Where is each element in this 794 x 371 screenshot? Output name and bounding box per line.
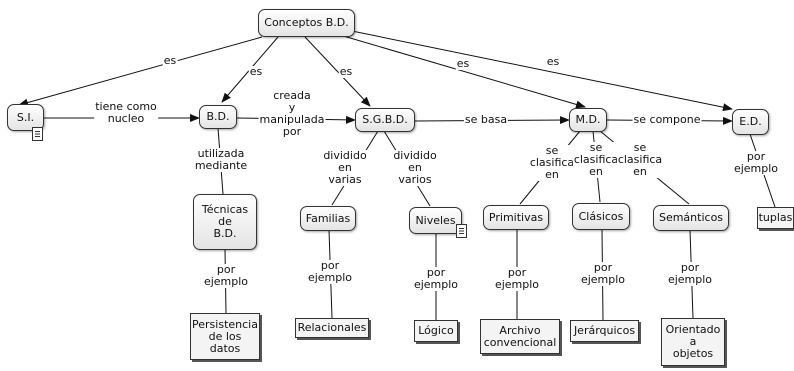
concept-conceptos-bd[interactable]: Conceptos B.D. bbox=[258, 9, 355, 37]
concept-logico[interactable]: Lógico bbox=[414, 320, 458, 342]
concept-persistencia-datos[interactable]: Persistencia de los datos bbox=[190, 313, 260, 360]
link-label-es: es bbox=[455, 57, 471, 70]
link-label-se-basa: se basa bbox=[463, 113, 509, 126]
concept-relacionales[interactable]: Relacionales bbox=[295, 318, 369, 338]
link-label-tiene-como-nucleo: tiene como nucleo bbox=[94, 100, 158, 125]
link-label-es: es bbox=[248, 65, 264, 78]
concept-semanticos[interactable]: Semánticos bbox=[653, 205, 729, 231]
link-label-por-ejemplo: por ejemplo bbox=[412, 266, 460, 291]
concept-jerarquicos[interactable]: Jerárquicos bbox=[570, 320, 639, 342]
concept-archivo-convencional[interactable]: Archivo convencional bbox=[480, 319, 560, 354]
concept-niveles[interactable]: Niveles bbox=[409, 207, 462, 234]
link-label-se-compone: se compone bbox=[632, 113, 702, 126]
link-label-por-ejemplo: por ejemplo bbox=[202, 263, 250, 288]
concept-bd[interactable]: B.D. bbox=[199, 105, 237, 129]
concept-tecnicas-bd[interactable]: Técnicas de B.D. bbox=[193, 194, 257, 250]
link-label-por-ejemplo: por ejemplo bbox=[493, 266, 541, 291]
link-label-se-clasifica: se clasifica en bbox=[528, 144, 576, 181]
link-label-es: es bbox=[545, 55, 561, 68]
link-label-por-ejemplo: por ejemplo bbox=[306, 259, 354, 284]
link-label-por-ejemplo: por ejemplo bbox=[579, 261, 627, 286]
attached-document-icon[interactable] bbox=[456, 224, 467, 238]
concept-primitivas[interactable]: Primitivas bbox=[483, 205, 549, 230]
edge-root-sgbd bbox=[304, 36, 371, 107]
concept-orientado-objetos[interactable]: Orientado a objetos bbox=[661, 318, 725, 366]
concept-sgbd[interactable]: S.G.B.D. bbox=[355, 108, 415, 132]
link-label-por-ejemplo: por ejemplo bbox=[732, 150, 780, 175]
concept-md[interactable]: M.D. bbox=[569, 108, 607, 132]
link-label-por-ejemplo: por ejemplo bbox=[666, 261, 714, 286]
link-label-se-clasifica: se clasifica en bbox=[616, 141, 664, 178]
attached-document-icon[interactable] bbox=[32, 127, 43, 141]
edge-root-md bbox=[339, 34, 586, 109]
link-label-creada-manipulada: creada y manipulada por bbox=[258, 89, 326, 138]
link-label-dividido-varias: dividido en varias bbox=[322, 149, 368, 186]
edge-root-si bbox=[18, 36, 263, 107]
link-label-utilizada-mediante: utilizada mediante bbox=[193, 147, 249, 172]
link-label-es: es bbox=[338, 65, 354, 78]
concept-si[interactable]: S.I. bbox=[7, 104, 44, 131]
concept-clasicos[interactable]: Clásicos bbox=[572, 203, 630, 230]
concept-tuplas[interactable]: tuplas bbox=[757, 207, 794, 229]
link-label-se-clasifica: se clasifica en bbox=[572, 141, 620, 178]
link-label-dividido-varios: dividido en varios bbox=[392, 149, 438, 186]
concept-familias[interactable]: Familias bbox=[300, 206, 356, 231]
link-label-es: es bbox=[162, 54, 178, 67]
edge-root-ed bbox=[351, 30, 733, 112]
concept-ed[interactable]: E.D. bbox=[732, 109, 769, 135]
